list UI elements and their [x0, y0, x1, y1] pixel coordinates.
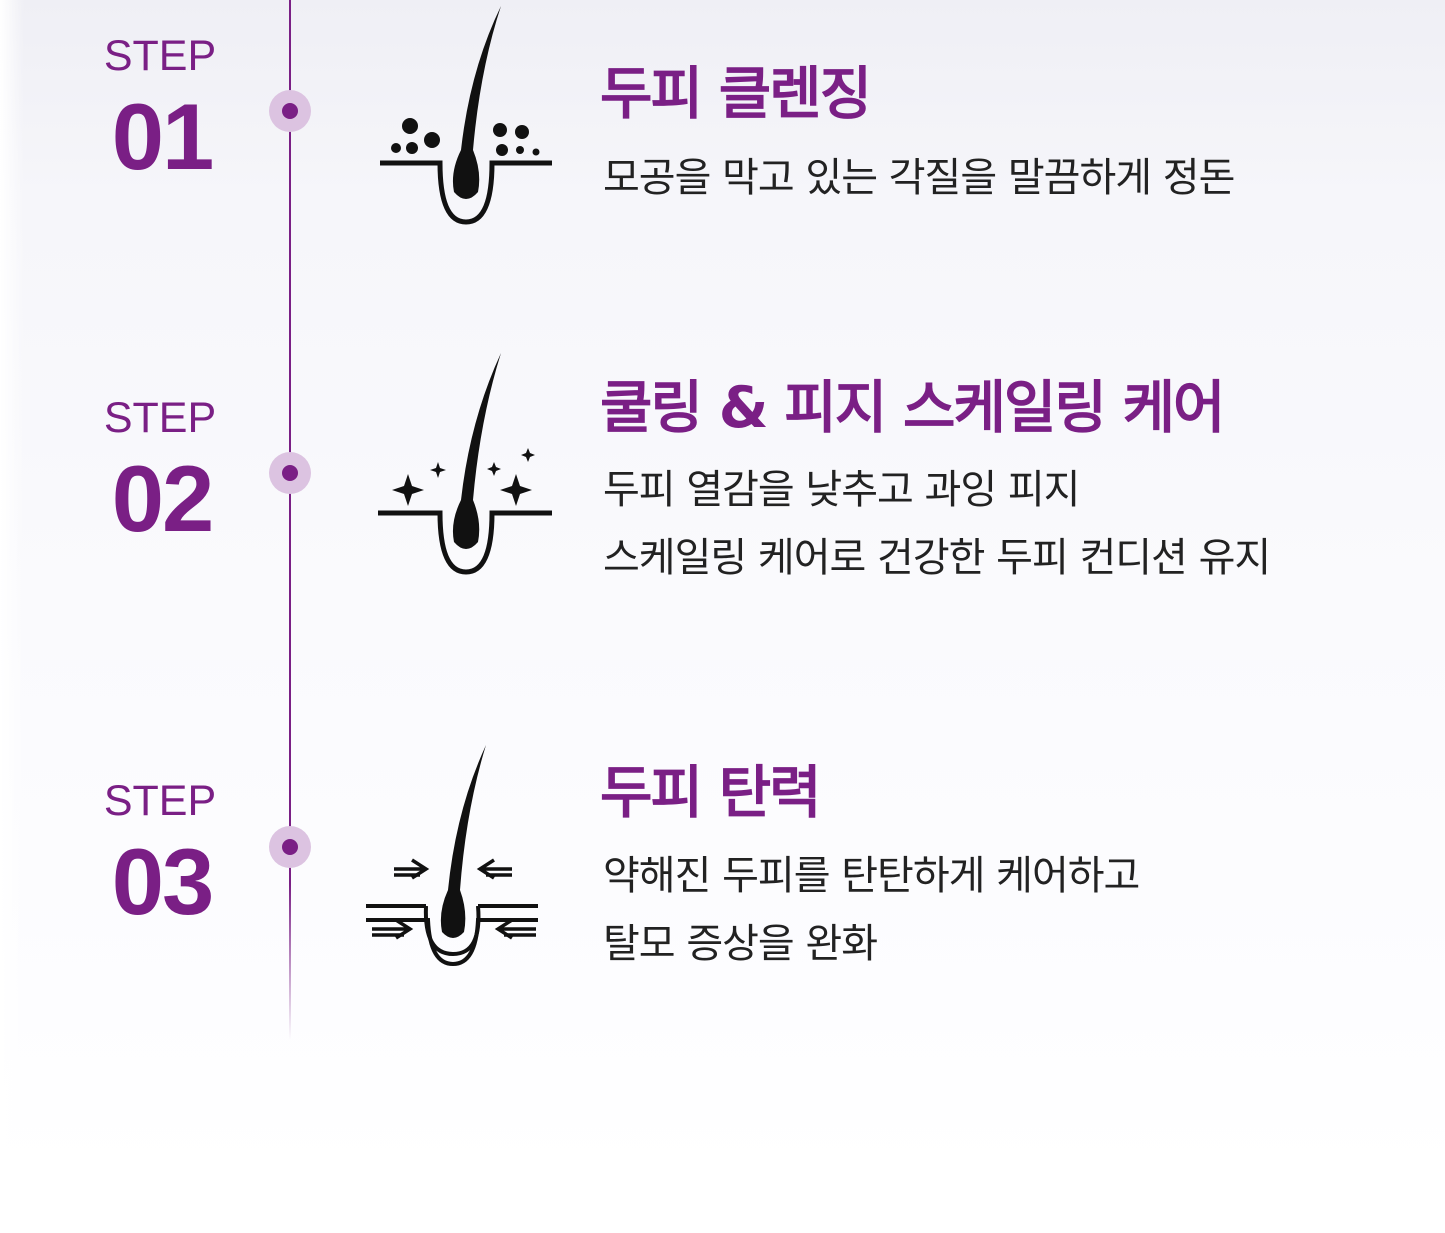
description-line: 모공을 막고 있는 각질을 말끔하게 정돈	[603, 155, 1235, 201]
step-description: 모공을 막고 있는 각질을 말끔하게 정돈	[603, 144, 1235, 212]
description-line: 두피 열감을 낮추고 과잉 피지	[603, 467, 1080, 513]
timeline-dot	[269, 826, 311, 868]
step-number: 01	[111, 84, 215, 189]
timeline-dot	[269, 452, 311, 494]
step-title: 쿨링 & 피지 스케일링 케어	[600, 375, 1225, 441]
description-line: 탈모 증상을 완화	[603, 921, 878, 967]
step-title: 두피 탄력	[600, 760, 822, 826]
background-fade-left	[0, 0, 24, 1233]
step-title: 두피 클렌징	[600, 61, 872, 127]
timeline-dot	[269, 90, 311, 132]
hair-follicle-firming-icon	[366, 745, 538, 967]
step-label: STEP	[103, 777, 217, 825]
hair-follicle-cleansing-icon	[380, 6, 552, 225]
step-description: 약해진 두피를 탄탄하게 케어하고 탈모 증상을 완화	[603, 842, 1140, 978]
description-line: 스케일링 케어로 건강한 두피 컨디션 유지	[603, 535, 1271, 581]
step-description: 두피 열감을 낮추고 과잉 피지 스케일링 케어로 건강한 두피 컨디션 유지	[603, 456, 1271, 592]
step-number: 02	[111, 446, 215, 551]
background-fade-bottom	[0, 1080, 1445, 1233]
description-line: 약해진 두피를 탄탄하게 케어하고	[603, 853, 1140, 899]
hair-follicle-sparkle-icon	[378, 353, 552, 575]
step-label: STEP	[103, 394, 217, 442]
step-number: 03	[111, 829, 215, 934]
timeline-line	[289, 0, 291, 1040]
step-label: STEP	[103, 32, 217, 80]
